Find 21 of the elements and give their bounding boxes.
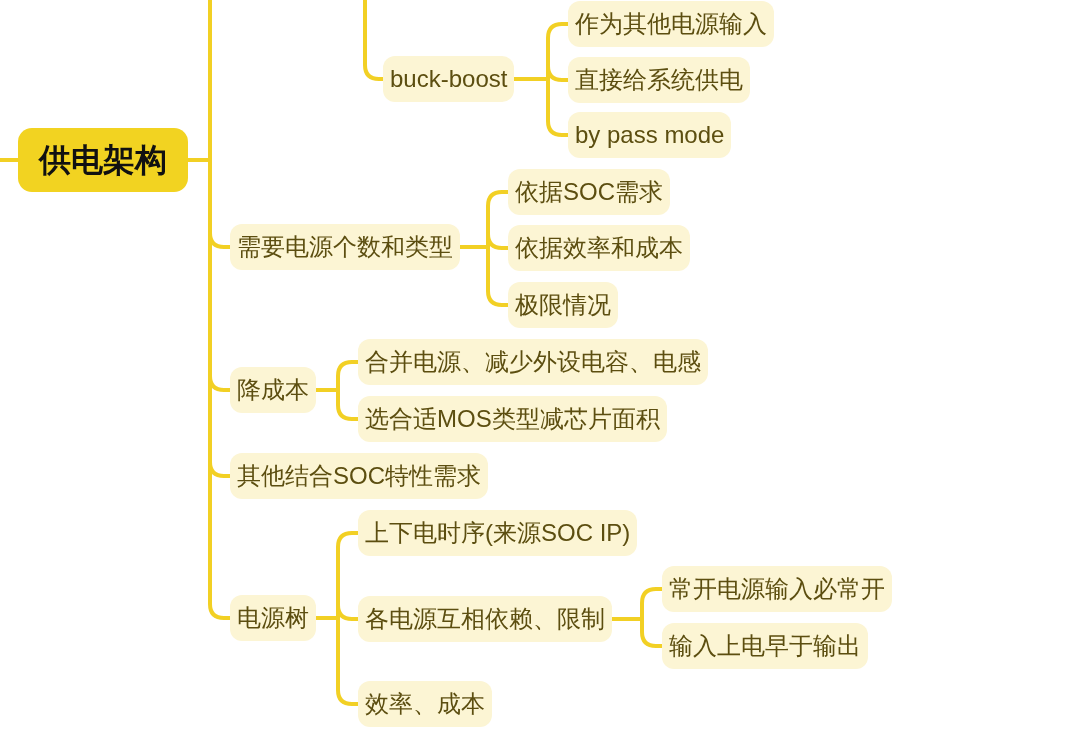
subtopic-box: 极限情况: [508, 282, 618, 328]
central-topic: 供电架构: [18, 128, 188, 192]
subtopic-box: 电源树: [230, 595, 316, 641]
subtopic-box: 作为其他电源输入: [568, 1, 774, 47]
subtopic-box: 降成本: [230, 367, 316, 413]
subtopic-box: 选合适MOS类型减芯片面积: [358, 396, 667, 442]
subtopic-box: 上下电时序(来源SOC IP): [358, 510, 638, 556]
subtopic-box: by pass mode: [568, 112, 732, 158]
subtopic-box: 常开电源输入必常开: [662, 566, 892, 612]
subtopic-box: 需要电源个数和类型: [230, 224, 460, 270]
subtopic-box: 依据SOC需求: [508, 169, 670, 215]
subtopic-box: 直接给系统供电: [568, 57, 750, 103]
subtopic-box: 输入上电早于输出: [662, 623, 868, 669]
branch-line: [0, 158, 18, 162]
subtopic-box: 依据效率和成本: [508, 225, 690, 271]
subtopic-box: 效率、成本: [358, 681, 492, 727]
branch-line: [188, 158, 230, 620]
subtopic-box: 其他结合SOC特性需求: [230, 453, 488, 499]
subtopic-box: buck-boost: [383, 56, 515, 102]
subtopic-box: 各电源互相依赖、限制: [358, 596, 612, 642]
subtopic-box: 合并电源、减少外设电容、电感: [358, 339, 708, 385]
